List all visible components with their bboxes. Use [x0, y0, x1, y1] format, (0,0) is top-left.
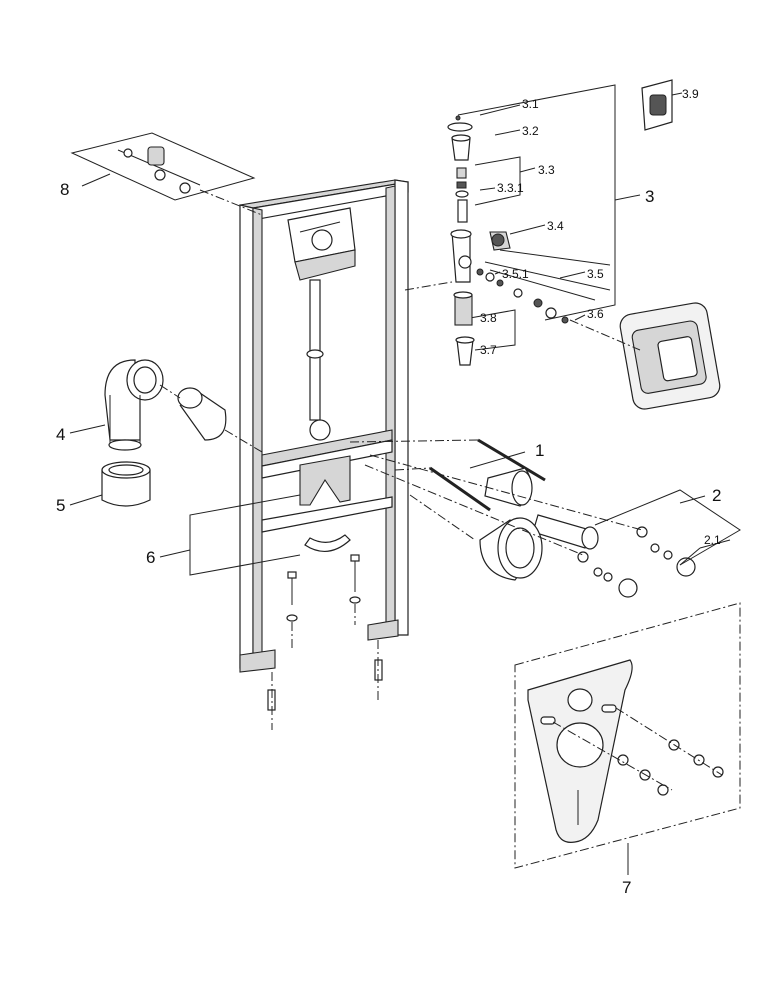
- callout-3-5: 3.5: [587, 267, 604, 281]
- part-3-valve-set: [404, 84, 641, 366]
- part-8-fixing-set: [70, 132, 263, 216]
- callout-3-2: 3.2: [522, 124, 539, 138]
- callout-2-1: 2.1: [704, 533, 721, 547]
- part-2-outlet-set: [364, 454, 741, 598]
- part-4-drain-bend: [69, 359, 164, 451]
- callout-labels: 8 4 5 6 1 2 2.1 3 3.1 3.2 3.3 3.3.1 3.4 …: [56, 87, 721, 897]
- part-6-bracket-leaders: [159, 494, 301, 576]
- part-5-sleeve: [69, 461, 151, 507]
- part-3-9-label-card: [641, 79, 683, 131]
- installation-frame: [239, 179, 409, 730]
- callout-3-9: 3.9: [682, 87, 699, 101]
- callout-3-3-1: 3.3.1: [497, 181, 524, 195]
- callout-4: 4: [56, 425, 65, 444]
- callout-7: 7: [622, 878, 631, 897]
- callout-8: 8: [60, 180, 69, 199]
- callout-3-3: 3.3: [538, 163, 555, 177]
- callout-3: 3: [645, 187, 654, 206]
- callout-3-1: 3.1: [522, 97, 539, 111]
- callout-3-7: 3.7: [480, 343, 497, 357]
- callout-2: 2: [712, 486, 721, 505]
- callout-3-4: 3.4: [547, 219, 564, 233]
- part-7-insulation-set: [514, 602, 741, 875]
- callout-1: 1: [535, 441, 544, 460]
- flush-plate: [569, 302, 721, 410]
- connector-sleeve: [159, 384, 263, 453]
- callout-3-5-1: 3.5.1: [502, 267, 529, 281]
- callout-3-6: 3.6: [587, 307, 604, 321]
- callout-5: 5: [56, 496, 65, 515]
- callout-3-8: 3.8: [480, 311, 497, 325]
- callout-6: 6: [146, 548, 155, 567]
